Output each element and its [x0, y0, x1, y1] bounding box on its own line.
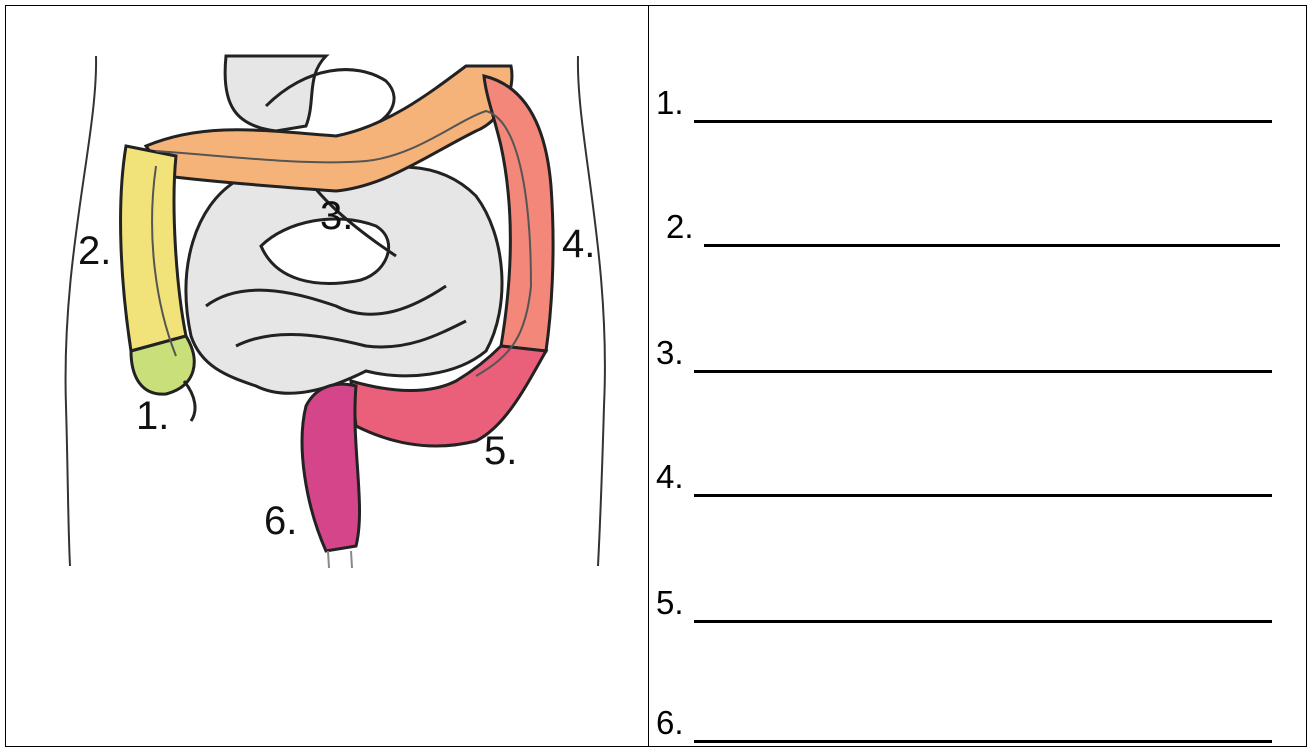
column-divider [648, 5, 649, 747]
answer-blank-3[interactable] [694, 370, 1272, 373]
anal-canal [328, 551, 352, 568]
rectum [302, 384, 359, 551]
large-intestine-illustration [6, 6, 648, 606]
diagram-label-4: 4. [562, 224, 595, 264]
transverse-colon [146, 66, 512, 191]
diagram-label-5: 5. [484, 431, 517, 471]
answer-number: 2. [666, 210, 694, 243]
answer-number: 3. [656, 336, 684, 369]
answer-blank-2[interactable] [704, 244, 1280, 247]
answer-number: 5. [656, 586, 684, 619]
diagram-label-3: 3. [320, 196, 353, 236]
answer-number: 6. [656, 706, 684, 739]
answer-number: 4. [656, 460, 684, 493]
answer-blank-1[interactable] [694, 120, 1272, 123]
answer-blank-4[interactable] [694, 494, 1272, 497]
body-outline-left [66, 56, 97, 566]
answer-number: 1. [656, 86, 684, 119]
answer-column: 1. 2. 3. 4. 5. 6. [650, 6, 1306, 746]
answer-blank-6[interactable] [694, 740, 1272, 743]
diagram-label-6: 6. [264, 501, 297, 541]
colon-diagram: 1. 2. 3. 4. 5. 6. [6, 6, 648, 746]
body-outline-right [578, 56, 605, 566]
diagram-label-1: 1. [136, 396, 169, 436]
diagram-label-2: 2. [78, 231, 111, 271]
appendix [184, 381, 195, 421]
answer-blank-5[interactable] [694, 620, 1272, 623]
